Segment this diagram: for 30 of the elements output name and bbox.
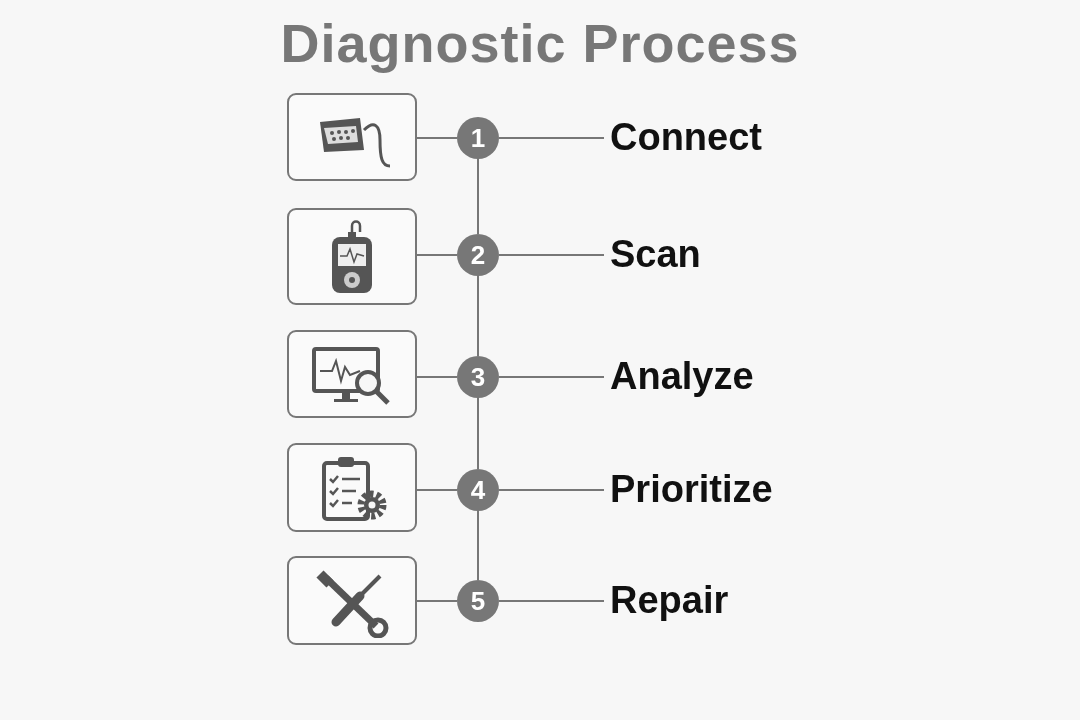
step-number: 3: [457, 356, 499, 398]
connector-line: [498, 600, 605, 602]
icon-box: [287, 208, 417, 305]
connector-line: [416, 600, 458, 602]
step-label: Connect: [610, 118, 810, 158]
connector-line: [416, 376, 458, 378]
step-label: Analyze: [610, 357, 810, 397]
icon-box: [287, 443, 417, 532]
connector-line: [477, 158, 479, 235]
connector-line: [477, 275, 479, 357]
step-number: 2: [457, 234, 499, 276]
icon-box: [287, 556, 417, 645]
connector-line: [416, 254, 458, 256]
connector-line: [416, 489, 458, 491]
connector-line: [416, 137, 458, 139]
title: Diagnostic Process: [279, 12, 801, 74]
icon-box: [287, 93, 417, 181]
connector-line: [498, 137, 605, 139]
connector-line: [498, 376, 605, 378]
step-label: Repair: [610, 581, 810, 621]
connector-line: [477, 510, 479, 581]
icon-box: [287, 330, 417, 418]
step-label: Prioritize: [610, 470, 810, 510]
connector-line: [498, 254, 605, 256]
step-number: 1: [457, 117, 499, 159]
connector-line: [498, 489, 605, 491]
step-number: 4: [457, 469, 499, 511]
step-number: 5: [457, 580, 499, 622]
connector-line: [477, 397, 479, 470]
step-label: Scan: [610, 235, 810, 275]
